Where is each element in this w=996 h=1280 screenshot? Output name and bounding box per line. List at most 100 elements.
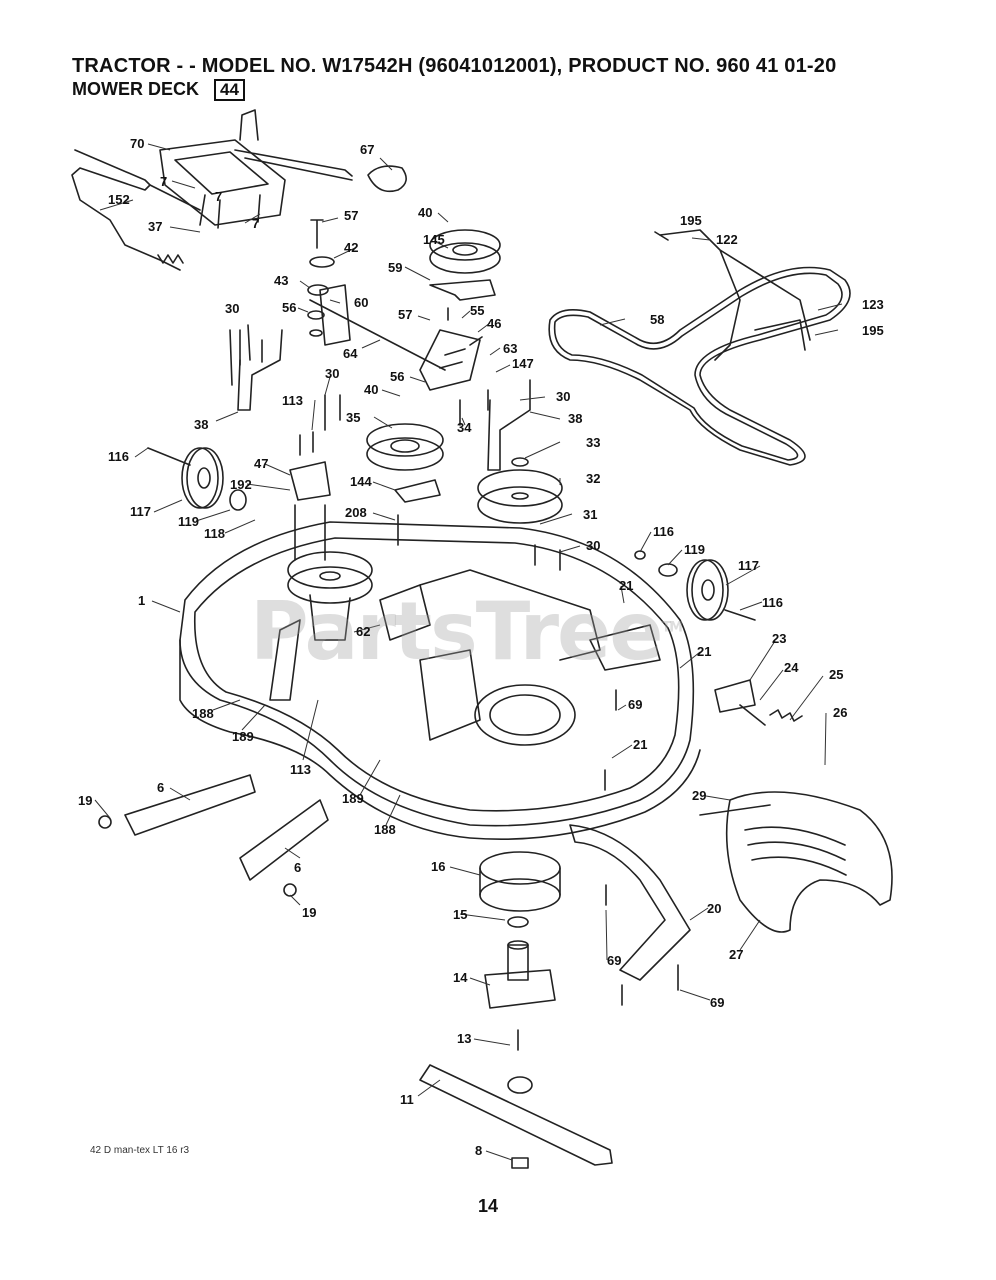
lift-rod-152 — [71, 149, 181, 271]
part-callout-47: 47 — [254, 456, 269, 471]
bracket-47 — [289, 461, 331, 501]
part-callout-62: 62 — [356, 624, 371, 639]
part-callout-34: 34 — [457, 420, 472, 435]
part-callout-57: 57 — [398, 307, 413, 322]
page-title: TRACTOR - - MODEL NO. W17542H (960410120… — [72, 55, 837, 77]
leader-lines — [94, 143, 843, 1161]
washer-56 — [307, 310, 325, 320]
part-callout-42: 42 — [344, 240, 359, 255]
bolt-57 — [310, 219, 324, 249]
part-callout-123: 123 — [862, 297, 884, 312]
part-callout-6: 6 — [157, 780, 165, 795]
part-callout-56: 56 — [282, 300, 297, 315]
part-callout-40: 40 — [418, 205, 433, 220]
part-callout-118: 118 — [204, 526, 225, 541]
part-callout-60: 60 — [354, 295, 369, 310]
part-callout-7: 7 — [215, 189, 223, 204]
part-callout-1: 1 — [138, 593, 146, 608]
part-callout-21: 21 — [619, 578, 634, 593]
part-callout-63: 63 — [503, 341, 518, 356]
part-callout-57: 57 — [344, 208, 359, 223]
part-callout-195: 195 — [862, 323, 884, 338]
stabilizer-bracket-20 — [569, 824, 691, 981]
part-callout-189: 189 — [342, 791, 364, 806]
page-number: 14 — [478, 1196, 499, 1216]
lift-link-6-upper — [124, 774, 256, 836]
hinge-pin-24 — [739, 704, 766, 726]
part-callout-16: 16 — [431, 859, 446, 874]
part-callout-192: 192 — [230, 477, 252, 492]
section-name: MOWER DECK — [72, 79, 199, 99]
part-callout-20: 20 — [707, 901, 722, 916]
bracket-23 — [714, 679, 756, 713]
spindle-opening — [474, 684, 576, 746]
part-callout-43: 43 — [274, 273, 289, 288]
nut-8 — [511, 1157, 529, 1169]
part-callout-55: 55 — [470, 303, 485, 318]
part-callout-30: 30 — [325, 366, 340, 381]
pulley-145 — [429, 229, 501, 261]
part-callout-56: 56 — [390, 369, 405, 384]
part-callout-6: 6 — [294, 860, 302, 875]
chute-rod-29 — [699, 804, 771, 816]
part-callout-21: 21 — [633, 737, 648, 752]
washer-15 — [507, 916, 529, 928]
part-callout-7: 7 — [160, 174, 168, 189]
part-callout-116: 116 — [108, 449, 129, 464]
part-callout-24: 24 — [784, 660, 799, 675]
part-callout-58: 58 — [650, 312, 665, 327]
part-callout-119: 119 — [684, 542, 705, 557]
part-callout-31: 31 — [583, 507, 598, 522]
part-callout-23: 23 — [772, 631, 787, 646]
part-callout-14: 14 — [453, 970, 468, 985]
part-callout-8: 8 — [475, 1143, 483, 1158]
part-callout-67: 67 — [360, 142, 375, 157]
lift-handle-knob — [367, 165, 407, 193]
spring-25 — [769, 709, 803, 722]
part-callout-64: 64 — [343, 346, 358, 361]
part-callout-13: 13 — [457, 1031, 472, 1046]
part-callout-116: 116 — [653, 524, 674, 539]
discharge-chute-27 — [725, 791, 893, 933]
gauge-wheel-left — [181, 447, 219, 509]
spring — [157, 254, 184, 264]
part-callout-38: 38 — [568, 411, 583, 426]
part-callout-37: 37 — [148, 219, 163, 234]
part-callout-145: 145 — [423, 232, 445, 247]
washer-43 — [307, 284, 329, 296]
part-callout-119: 119 — [178, 514, 199, 529]
part-callout-7: 7 — [252, 216, 260, 231]
part-callout-25: 25 — [829, 667, 844, 682]
part-callout-46: 46 — [487, 316, 502, 331]
idler-arm — [419, 329, 481, 391]
gauge-wheel-right — [686, 559, 724, 621]
part-callout-152: 152 — [108, 192, 130, 207]
rod-64 — [309, 299, 446, 371]
part-callout-26: 26 — [833, 705, 848, 720]
part-callout-116: 116 — [762, 595, 783, 610]
part-callout-11: 11 — [400, 1092, 414, 1107]
part-callout-188: 188 — [192, 706, 214, 721]
part-callout-69: 69 — [607, 953, 622, 968]
part-callout-147: 147 — [512, 356, 534, 371]
part-callout-69: 69 — [710, 995, 725, 1010]
part-callout-70: 70 — [130, 136, 145, 151]
part-callout-35: 35 — [346, 410, 361, 425]
part-callout-30: 30 — [225, 301, 240, 316]
bracket-59 — [429, 279, 496, 301]
blade-11 — [419, 1064, 613, 1166]
part-callout-19: 19 — [302, 905, 317, 920]
part-callout-29: 29 — [692, 788, 707, 803]
part-callout-189: 189 — [232, 729, 254, 744]
deck-pulley — [287, 551, 373, 589]
part-callout-21: 21 — [697, 644, 712, 659]
lift-link-6-lower — [239, 799, 329, 881]
part-callout-144: 144 — [350, 474, 372, 489]
part-callout-122: 122 — [716, 232, 738, 247]
mount-bracket-62 — [379, 584, 431, 641]
part-callout-33: 33 — [586, 435, 601, 450]
part-callout-19: 19 — [78, 793, 93, 808]
part-callout-208: 208 — [345, 505, 367, 520]
